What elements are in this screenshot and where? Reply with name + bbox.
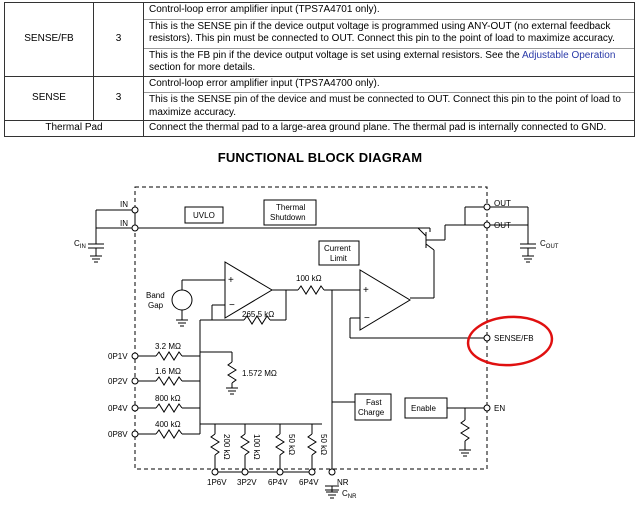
pin-label-op8v: 0P8V — [108, 430, 128, 439]
pin-out-2 — [483, 221, 491, 229]
annotation-circle — [466, 315, 554, 367]
band-label: Band — [146, 291, 165, 300]
pin-description: Control-loop error amplifier input (TPS7… — [143, 2, 635, 77]
pin-3p2v — [241, 468, 249, 476]
amp1-plus-sign: + — [228, 275, 234, 286]
pin-label-nr: NR — [337, 478, 349, 487]
fast-charge-block — [354, 393, 392, 421]
gap-label: Gap — [148, 301, 164, 310]
description-line: Control-loop error amplifier input (TPS7… — [149, 77, 380, 89]
pin-label-op4v: 0P4V — [108, 404, 128, 413]
amp2-minus-sign: − — [364, 313, 370, 324]
adjustable-operation-link[interactable]: Adjustable Operation — [521, 49, 616, 61]
description-line: resistors). This pin must be connected t… — [149, 33, 615, 44]
cnr-label: CNR — [342, 489, 357, 500]
pin-nr — [328, 468, 336, 476]
description-block: This is the SENSE pin of the device and … — [144, 92, 634, 119]
pin-op8v — [131, 430, 139, 438]
pin-label-op1v: 0P1V — [108, 352, 128, 361]
description-line: This is the FB pin if the device output … — [149, 49, 520, 61]
pin-label-3p2v: 3P2V — [237, 478, 257, 487]
description-line: maximize accuracy. — [149, 106, 237, 118]
pin-number: 3 — [93, 2, 144, 77]
resistor-50k-label: 50 kΩ — [319, 434, 328, 455]
pin-6p4v-b — [308, 468, 316, 476]
description-line: Control-loop error amplifier input (TPS7… — [149, 4, 380, 15]
resistor-3m2-label: 3.2 MΩ — [155, 342, 181, 351]
resistor-1m572-label: 1.572 MΩ — [242, 369, 277, 378]
pin-number: 3 — [93, 75, 144, 121]
diagram-title: FUNCTIONAL BLOCK DIAGRAM — [217, 150, 423, 165]
pin-op2v — [131, 377, 139, 385]
table-row: SENSE 3 Control-loop error amplifier inp… — [4, 75, 635, 121]
cin-label: CIN — [74, 239, 86, 250]
resistor-400k-label: 400 kΩ — [155, 420, 181, 429]
band-gap-source — [171, 289, 193, 311]
resistor-100k-label: 100 kΩ — [296, 274, 322, 283]
resistor-1m6-label: 1.6 MΩ — [155, 367, 181, 376]
pin-op1v — [131, 352, 139, 360]
thermal-shutdown-block — [263, 199, 317, 226]
thermal-label: Thermal — [276, 203, 306, 212]
enable-label: Enable — [411, 404, 436, 413]
fast-label: Fast — [366, 398, 382, 407]
pin-description: Control-loop error amplifier input (TPS7… — [143, 75, 635, 121]
resistor-200k-label: 200 kΩ — [222, 434, 231, 460]
table-row: SENSE/FB 3 Control-loop error amplifier … — [4, 2, 635, 77]
pin-label-in: IN — [120, 200, 128, 209]
pin-name: SENSE/FB — [4, 2, 94, 77]
pin-description: Connect the thermal pad to a large-area … — [143, 120, 635, 137]
chip-boundary — [134, 186, 488, 470]
pin-en — [483, 404, 491, 412]
resistor-100k-v-label: 100 kΩ — [252, 434, 261, 460]
description-line: This is the SENSE pin of the device and … — [149, 94, 621, 105]
resistor-265k-label: 265.5 kΩ — [242, 310, 274, 319]
description-block: This is the SENSE pin if the device outp… — [144, 18, 634, 46]
limit-label: Limit — [330, 254, 348, 263]
pin-label-6p4v: 6P4V — [299, 478, 319, 487]
pin-label-out: OUT — [494, 221, 511, 230]
table-row: Thermal Pad Connect the thermal pad to a… — [4, 120, 635, 137]
pin-label-op2v: 0P2V — [108, 377, 128, 386]
uvlo-label: UVLO — [193, 211, 215, 220]
shutdown-label: Shutdown — [270, 213, 306, 222]
resistor-50k-label: 50 kΩ — [287, 434, 296, 455]
uvlo-block — [184, 206, 224, 224]
pin-op4v — [131, 404, 139, 412]
pin-description-table: SENSE/FB 3 Control-loop error amplifier … — [4, 2, 635, 137]
enable-block — [404, 397, 448, 419]
pin-in-1 — [131, 206, 139, 214]
cout-label: COUT — [540, 239, 559, 250]
pin-label-en: EN — [494, 404, 505, 413]
current-limit-block — [318, 240, 360, 266]
pin-label-out: OUT — [494, 199, 511, 208]
amp2-plus-sign: + — [363, 285, 369, 296]
resistor-800k-label: 800 kΩ — [155, 394, 181, 403]
pin-label-sense-fb: SENSE/FB — [494, 334, 534, 343]
pin-label-in: IN — [120, 219, 128, 228]
pin-6p4v-a — [276, 468, 284, 476]
description-block: This is the FB pin if the device output … — [144, 47, 634, 75]
pin-out-1 — [483, 203, 491, 211]
current-label: Current — [324, 244, 351, 253]
pin-name: Thermal Pad — [4, 120, 144, 137]
description-line: section for more details. — [149, 62, 256, 73]
functional-block-diagram: IN IN OUT OUT SENSE/FB EN 0P1V 0P2V 0P4V… — [74, 186, 559, 500]
pin-label-1p6v: 1P6V — [207, 478, 227, 487]
pin-sense-fb — [483, 334, 491, 342]
pin-label-6p4v: 6P4V — [268, 478, 288, 487]
pin-in-2 — [131, 224, 139, 232]
charge-label: Charge — [358, 408, 385, 417]
pin-1p6v — [211, 468, 219, 476]
description-line: This is the SENSE pin if the device outp… — [149, 20, 611, 32]
amp1-minus-sign: − — [229, 300, 235, 311]
pin-name: SENSE — [4, 75, 94, 121]
